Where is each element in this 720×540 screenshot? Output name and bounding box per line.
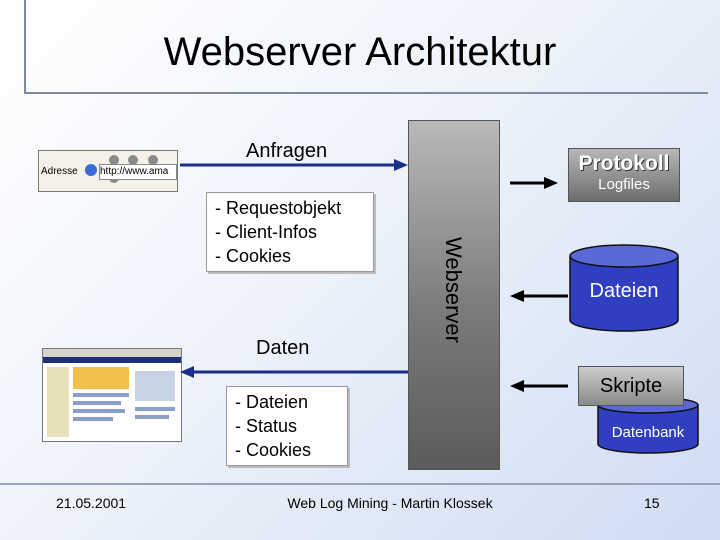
page-text-line (73, 417, 113, 421)
page-banner (73, 367, 129, 389)
webserver-block (408, 120, 500, 470)
toolbar-icons (109, 152, 175, 183)
response-detail-line: - Cookies (235, 440, 312, 460)
page-text-line (135, 415, 169, 419)
browser-titlebar (43, 349, 181, 357)
browser-toolbar-screenshot: Adresse http://www.ama (38, 150, 178, 192)
page-header-band (43, 357, 181, 363)
title-rule-vertical (24, 0, 26, 92)
skripte-box: Skripte (578, 366, 684, 406)
footer-rule (0, 483, 720, 485)
ie-icon (85, 164, 97, 176)
page-number: 15 (644, 495, 660, 511)
protokoll-subtitle: Logfiles (598, 176, 650, 193)
protokoll-box: Protokoll Logfiles (568, 148, 680, 202)
title-rule-horizontal (24, 92, 708, 94)
response-detail-line: - Dateien (235, 392, 309, 412)
webpage-screenshot (42, 348, 182, 442)
webserver-label: Webserver (441, 237, 466, 343)
response-label: Daten (256, 337, 310, 359)
request-detail-line: - Client-Infos (215, 222, 318, 242)
slide-title: Webserver Architektur (163, 30, 557, 74)
response-arrow (180, 366, 408, 378)
address-field: http://www.ama (99, 164, 177, 180)
request-detail-line: - Cookies (215, 246, 292, 266)
page-text-line (73, 409, 125, 413)
dateien-label: Dateien (589, 280, 659, 302)
protokoll-title: Protokoll (578, 152, 670, 175)
dateien-cylinder (569, 244, 679, 332)
datenbank-label: Datenbank (611, 424, 685, 441)
response-detail-line: - Status (235, 416, 298, 436)
request-detail-line: - Requestobjekt (215, 198, 342, 218)
page-sidebar (47, 367, 69, 437)
page-text-line (135, 407, 175, 411)
footer-center: Web Log Mining - Martin Klossek (287, 495, 493, 511)
scripts-arrow (510, 380, 568, 392)
page-text-line (73, 401, 121, 405)
response-details-box: - Dateien - Status - Cookies (226, 386, 348, 466)
files-arrow (510, 290, 568, 302)
request-arrow (180, 159, 408, 171)
page-image (135, 371, 175, 401)
page-text-line (73, 393, 129, 397)
request-details-box: - Requestobjekt - Client-Infos - Cookies (206, 192, 374, 272)
log-arrow (510, 177, 558, 189)
request-label: Anfragen (246, 140, 328, 162)
address-label: Adresse (41, 166, 78, 177)
footer-date: 21.05.2001 (56, 495, 127, 511)
